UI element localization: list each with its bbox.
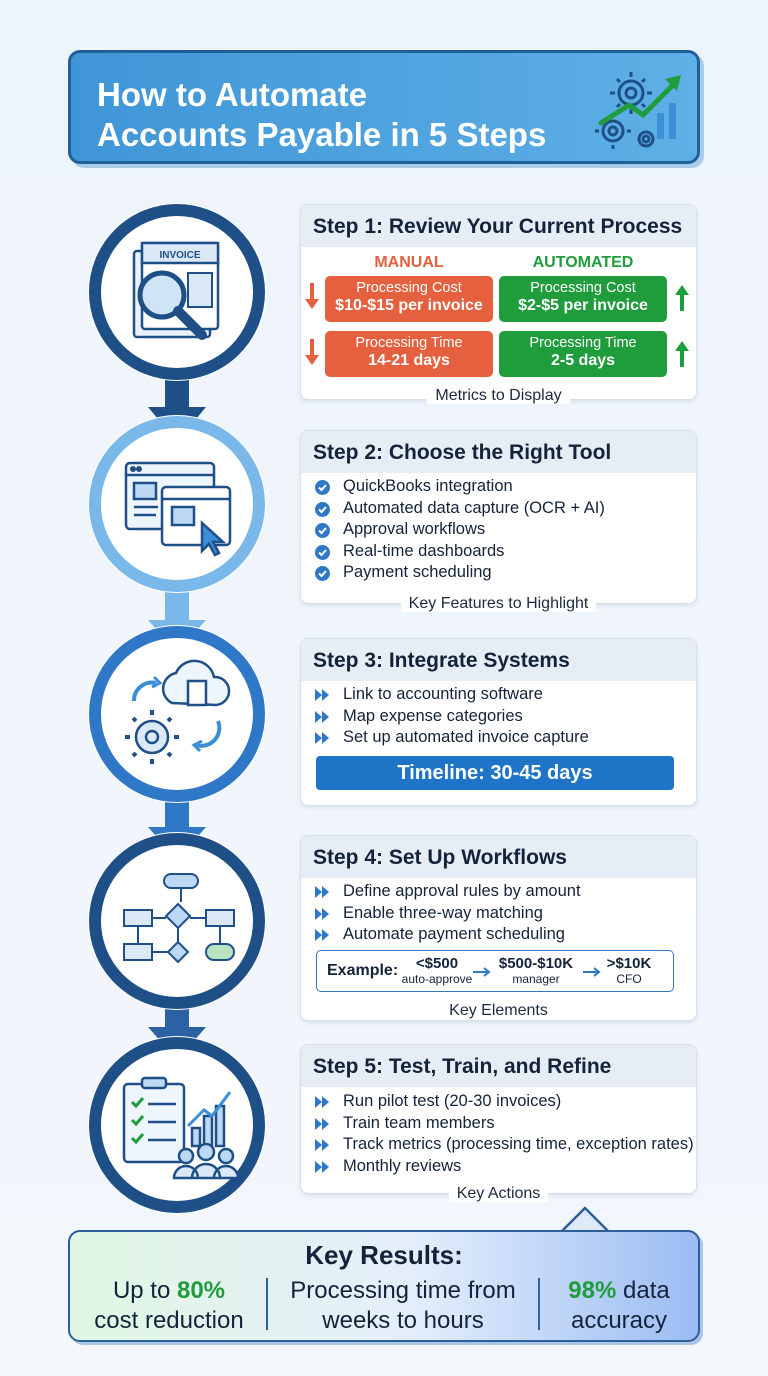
manual-label: MANUAL [374,254,444,271]
list-item: Track metrics (processing time, exceptio… [315,1135,694,1157]
invoice-magnifier-icon: INVOICE [132,241,220,340]
double-chevron-icon [315,928,331,947]
step3-card: Step 3: Integrate Systems Link to accoun… [300,638,697,806]
list-item: Run pilot test (20-30 invoices) [315,1092,694,1114]
title-banner: How to Automate Accounts Payable in 5 St… [68,50,700,164]
step2-caption: Key Features to Highlight [400,595,597,612]
auto-time-box: Processing Time 2-5 days [499,331,667,377]
double-chevron-icon [315,1117,331,1136]
double-chevron-icon [315,885,331,904]
list-item: QuickBooks integration [315,477,605,499]
step2-circle [88,415,266,593]
step5-title: Step 5: Test, Train, and Refine [313,1055,612,1078]
arrow-up-icon [675,341,689,367]
check-circle-icon [315,523,330,543]
double-chevron-icon [315,1160,331,1179]
check-circle-icon [315,544,330,565]
step1-circle: INVOICE [88,203,266,381]
step1-caption: Metrics to Display [427,387,570,404]
arrow-right-icon [473,967,491,977]
cloud-gear-sync-icon [125,659,231,764]
step2-title: Step 2: Choose the Right Tool [313,441,612,464]
check-circle-icon [315,480,330,500]
result-cost: Up to 80% cost reduction [94,1277,244,1334]
double-chevron-icon [315,1095,331,1114]
list-item: Enable three-way matching [315,904,581,926]
double-chevron-icon [315,907,331,926]
list-item: Automate payment scheduling [315,925,581,947]
check-circle-icon [315,501,330,522]
list-item: Approval workflows [315,520,605,542]
tier-manager: $500-$10K manager [498,955,574,986]
step4-card: Step 4: Set Up Workflows Define approval… [300,835,697,1021]
double-chevron-icon [315,688,331,707]
arrow-right-icon [583,967,601,977]
auto-cost-box: Processing Cost $2-$5 per invoice [499,276,667,322]
step4-title: Step 4: Set Up Workflows [313,846,567,869]
tier-auto: <$500 auto-approve [401,955,473,986]
page-title: How to Automate Accounts Payable in 5 St… [97,76,547,153]
divider [266,1278,268,1330]
step5-circle [88,1036,266,1214]
browser-windows-cursor-icon [124,461,232,557]
key-results-panel: Key Results: Up to 80% cost reduction Pr… [68,1230,700,1342]
list-item: Payment scheduling [315,563,605,585]
list-item: Define approval rules by amount [315,882,581,904]
double-chevron-icon [315,710,331,729]
step2-card: Step 2: Choose the Right Tool QuickBooks… [300,430,697,612]
result-time: Processing time from weeks to hours [290,1277,516,1334]
arrow-down-icon [305,283,319,309]
svg-text:INVOICE: INVOICE [159,250,200,261]
divider [538,1278,540,1330]
manual-time-box: Processing Time 14-21 days [325,331,493,377]
list-item: Link to accounting software [315,685,589,707]
checklist-chart-team-icon [122,1076,240,1180]
list-item: Monthly reviews [315,1157,694,1179]
automated-label: AUTOMATED [532,254,634,271]
step5-caption: Key Actions [448,1185,549,1202]
callout-pointer [560,1206,610,1234]
step3-title: Step 3: Integrate Systems [313,649,570,672]
double-chevron-icon [315,1138,331,1157]
manual-cost-box: Processing Cost $10-$15 per invoice [325,276,493,322]
arrow-up-icon [675,285,689,311]
flowchart-icon [123,873,235,964]
step5-card: Step 5: Test, Train, and Refine Run pilo… [300,1044,697,1202]
list-item: Automated data capture (OCR + AI) [315,499,605,521]
list-item: Map expense categories [315,707,589,729]
check-circle-icon [315,566,330,586]
list-item: Real-time dashboards [315,542,605,564]
step3-circle [88,625,266,803]
gears-growth-arrow-icon [595,72,681,149]
tier-cfo: >$10K CFO [606,955,652,986]
list-item: Train team members [315,1114,694,1136]
double-chevron-icon [315,731,331,750]
step1-card: Step 1: Review Your Current Process MANU… [300,204,697,404]
step1-title: Step 1: Review Your Current Process [313,215,683,238]
step4-caption: Key Elements [441,1002,556,1019]
approval-example: Example: <$500 auto-approve $500-$10K ma… [316,950,674,992]
result-accuracy: 98% data accuracy [568,1277,670,1334]
results-title: Key Results: [305,1240,463,1270]
step4-circle [88,832,266,1010]
list-item: Set up automated invoice capture [315,728,589,750]
timeline-badge: Timeline: 30-45 days [316,756,674,790]
feature-list: QuickBooks integration Automated data ca… [315,477,605,585]
arrow-down-icon [305,339,319,365]
